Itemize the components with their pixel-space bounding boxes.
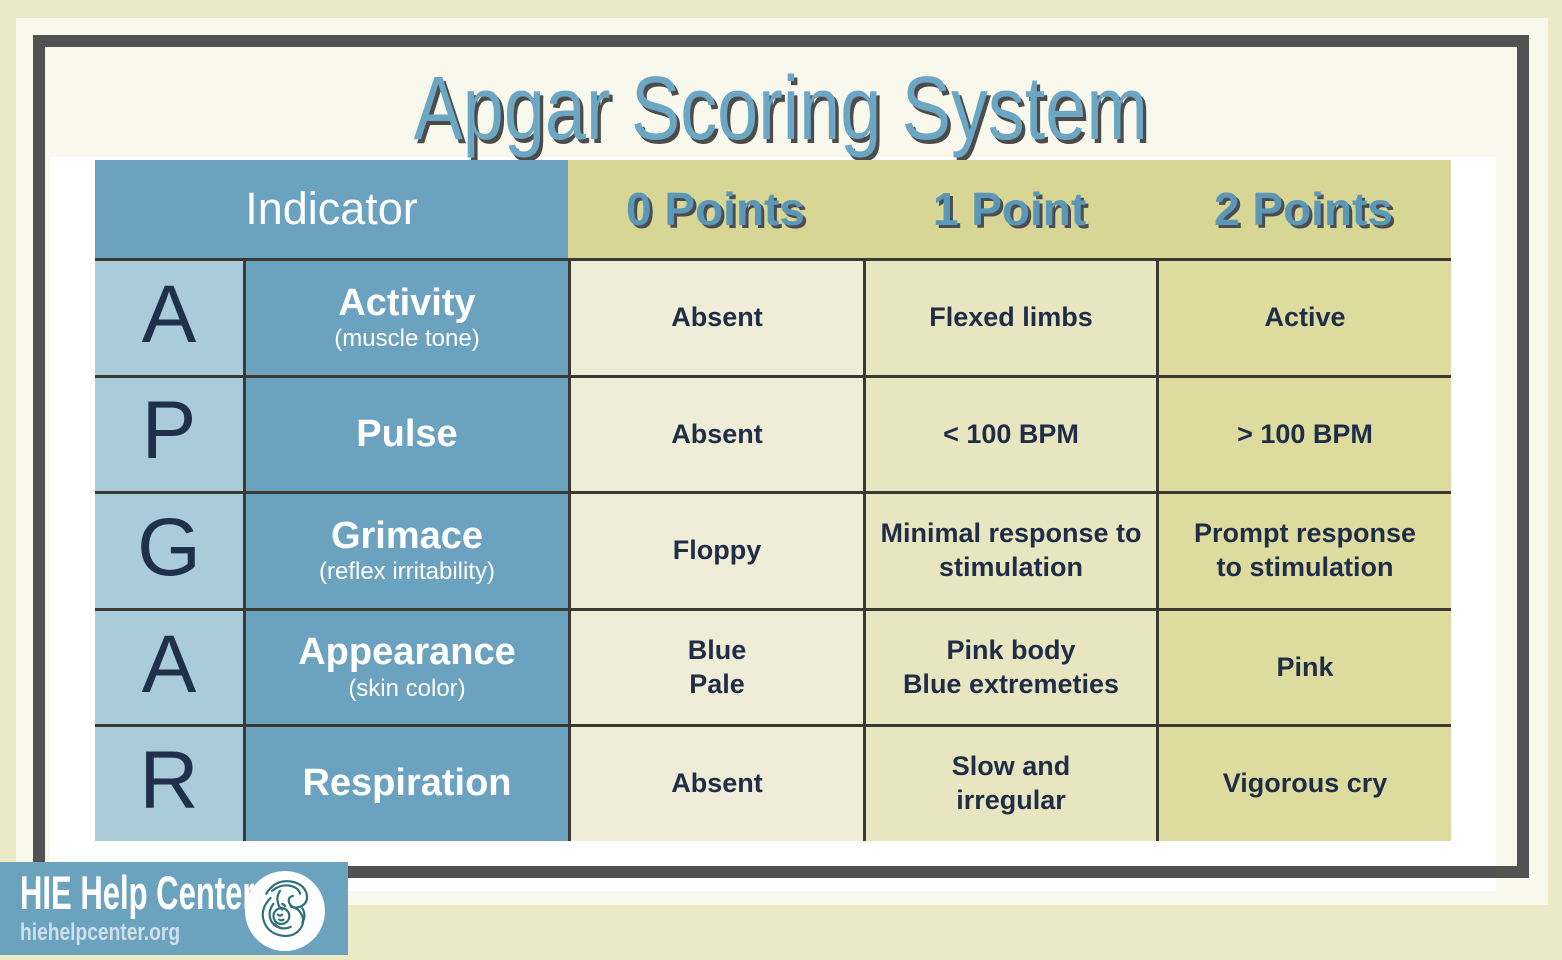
row-indicator-respiration: Respiration (246, 727, 568, 841)
brand-logo (245, 871, 325, 951)
header-1-point: 1 Point (863, 160, 1156, 258)
header-0-points: 0 Points (568, 160, 863, 258)
indicator-subtitle: (reflex irritability) (318, 558, 495, 586)
apgar-table: Indicator 0 Points 1 Point 2 Points A Ac… (95, 160, 1451, 841)
table-cell: Absent (571, 727, 863, 841)
table-cell: Flexed limbs (866, 261, 1156, 375)
table-cell: Pink (1159, 610, 1451, 725)
table-header-row: Indicator 0 Points 1 Point 2 Points (95, 160, 1451, 258)
indicator-name: Activity (338, 281, 476, 324)
row-letter: A (95, 261, 243, 375)
indicator-name: Appearance (298, 631, 516, 674)
table-body: A Activity (muscle tone) Absent Flexed l… (95, 258, 1451, 841)
table-cell: Absent (571, 377, 863, 492)
row-letter: A (95, 610, 243, 725)
table-cell: Absent (571, 261, 863, 375)
table-cell: > 100 BPM (1159, 377, 1451, 492)
indicator-subtitle: (muscle tone) (334, 325, 480, 353)
row-letter: P (95, 377, 243, 492)
row-letter: G (95, 494, 243, 608)
poster-frame (33, 35, 1529, 878)
indicator-name: Grimace (330, 514, 484, 557)
brand-url: hiehelpcenter.org (20, 919, 181, 946)
indicator-name: Respiration (302, 762, 512, 805)
table-cell: Vigorous cry (1159, 727, 1451, 841)
row-letter: R (95, 727, 243, 841)
table-cell: Prompt response to stimulation (1159, 494, 1451, 608)
header-indicator: Indicator (95, 160, 568, 258)
table-cell: Slow and irregular (866, 727, 1156, 841)
table-cell: Active (1159, 261, 1451, 375)
mother-baby-icon (261, 880, 309, 937)
header-2-points: 2 Points (1156, 160, 1451, 258)
page-title: Apgar Scoring System (33, 64, 1529, 154)
row-indicator-activity: Activity (muscle tone) (246, 261, 568, 375)
indicator-name: Pulse (356, 412, 458, 455)
table-cell: Blue Pale (571, 610, 863, 725)
table-cell: Floppy (571, 494, 863, 608)
row-indicator-grimace: Grimace (reflex irritability) (246, 494, 568, 608)
page-title-text: Apgar Scoring System (413, 59, 1149, 159)
row-indicator-appearance: Appearance (skin color) (246, 610, 568, 725)
table-cell: Minimal response to stimulation (866, 494, 1156, 608)
indicator-subtitle: (skin color) (348, 675, 466, 703)
brand-name: HIE Help Center (20, 866, 255, 919)
table-cell: < 100 BPM (866, 377, 1156, 492)
row-indicator-pulse: Pulse (246, 377, 568, 492)
table-cell: Pink body Blue extremeties (866, 610, 1156, 725)
